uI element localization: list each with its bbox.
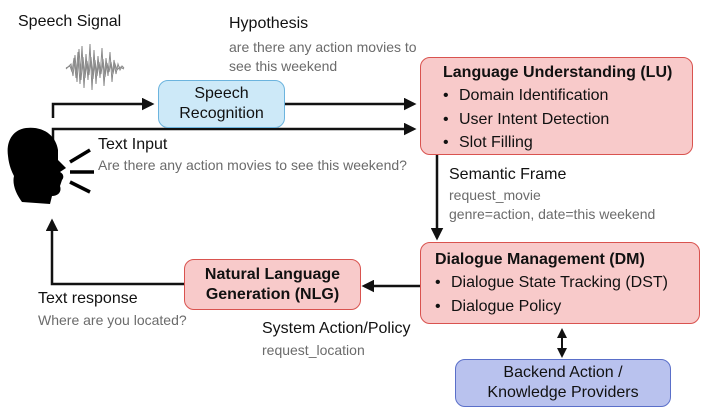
system-action-label: System Action/Policy: [262, 320, 411, 337]
lu-title: Language Understanding (LU): [443, 64, 673, 81]
lu-item-domain-identification: Domain Identification: [443, 84, 692, 108]
backend-box: Backend Action / Knowledge Providers: [455, 359, 671, 407]
nlg-box: Natural Language Generation (NLG): [184, 259, 361, 310]
speech-recognition-box: Speech Recognition: [158, 80, 285, 128]
dm-item-dialogue-policy: Dialogue Policy: [435, 295, 699, 319]
text-response-label: Text response: [38, 290, 138, 307]
dm-item-dialogue-state-tracking: Dialogue State Tracking (DST): [435, 271, 699, 295]
text-response-text: Where are you located?: [38, 312, 187, 328]
nlg-line1: Natural Language: [204, 265, 341, 283]
text-input-label: Text Input: [98, 136, 168, 153]
speech-waveform-icon: [65, 43, 125, 91]
speech-recognition-line1: Speech: [194, 85, 249, 102]
text-input-text: Are there any action movies to see this …: [98, 157, 407, 173]
semantic-frame-label: Semantic Frame: [449, 166, 567, 183]
lu-item-user-intent-detection: User Intent Detection: [443, 108, 692, 132]
arrow-speaker-to-asr: [51, 97, 155, 118]
system-action-text: request_location: [262, 342, 365, 358]
backend-line2: Knowledge Providers: [487, 384, 639, 401]
speech-recognition-line2: Recognition: [179, 105, 264, 122]
lu-item-slot-filling: Slot Filling: [443, 131, 692, 155]
semantic-frame-line1: request_movie: [449, 187, 541, 203]
language-understanding-box: Language Understanding (LU) Domain Ident…: [420, 57, 693, 155]
semantic-frame-line2: genre=action, date=this weekend: [449, 206, 656, 222]
hypothesis-label: Hypothesis: [229, 15, 309, 32]
speech-signal-label: Speech Signal: [18, 13, 122, 30]
dm-title: Dialogue Management (DM): [435, 251, 645, 268]
backend-line1: Backend Action /: [503, 364, 623, 381]
hypothesis-text-line2: see this weekend: [229, 58, 338, 74]
hypothesis-text-line1: are there any action movies to: [229, 39, 417, 55]
nlg-line2: Generation (NLG): [205, 285, 340, 303]
arrow-nlg-to-speaker: [45, 218, 184, 286]
dialogue-management-box: Dialogue Management (DM) Dialogue State …: [420, 242, 700, 324]
speaking-head-icon: [7, 127, 94, 204]
